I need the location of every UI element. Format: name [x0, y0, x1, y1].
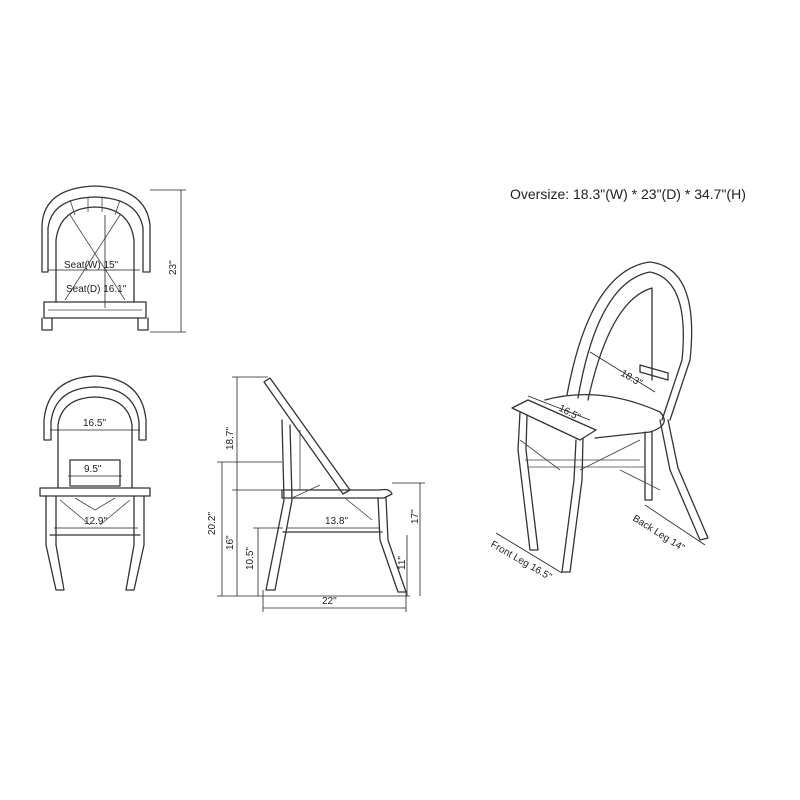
top-depth-label: 23": [168, 260, 179, 275]
front-view: 16.5" 9.5" 12.9": [39, 375, 151, 591]
front-height-label: 17": [410, 509, 421, 524]
seat-height-label: 16": [225, 535, 236, 550]
front-leg-label: Front Leg 16.5": [489, 539, 554, 583]
back-leg-label: Back Leg 14": [630, 513, 686, 554]
arm-height-label: 20.2": [207, 512, 218, 535]
back-height-label: 18.7": [225, 427, 236, 450]
back-width-label: 16.5": [83, 418, 106, 429]
leg-width-label: 12.9": [84, 516, 107, 527]
perspective-seat-depth-label: 16.5": [557, 403, 583, 424]
perspective-view: 18.3" 16.5" Front Leg 16.5" Back Leg 14": [489, 261, 709, 583]
seat-depth-label: Seat(D) 16.1": [66, 284, 127, 295]
front-stretcher-height-label: 11": [397, 556, 408, 570]
top-view: Seat(W) 15" Seat(D) 16.1" 23": [41, 185, 186, 333]
stretcher-length-label: 13.8": [325, 516, 348, 527]
side-view: 18.7" 20.2" 16" 10.5" 17" 11" 22" 13.8": [207, 376, 425, 612]
oversize-title: Oversize: 18.3"(W) * 23"(D) * 34.7"(H): [510, 186, 746, 202]
seat-width-label: Seat(W) 15": [64, 260, 119, 271]
seat-back-width-label: 9.5": [84, 464, 102, 475]
stretcher-height-label: 10.5": [245, 547, 256, 570]
side-depth-label: 22": [322, 596, 337, 607]
